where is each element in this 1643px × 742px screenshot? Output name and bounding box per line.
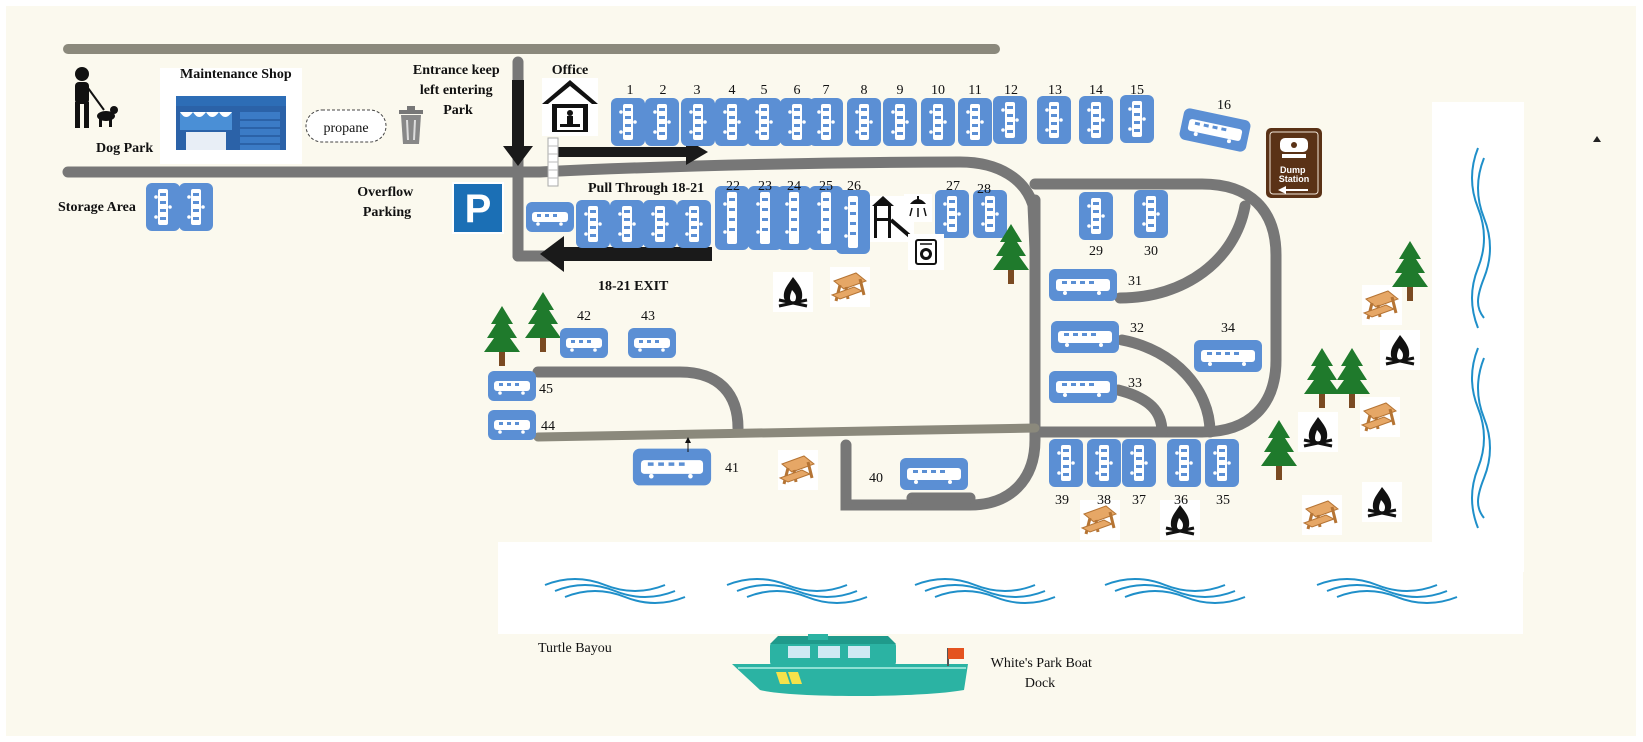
- svg-text:22: 22: [726, 179, 740, 194]
- pull-through-site: [643, 200, 677, 248]
- storage-site: [146, 183, 180, 231]
- shop-building-icon: [176, 96, 286, 150]
- site-32: [1051, 321, 1119, 353]
- site-31-label: 31: [1128, 274, 1142, 289]
- parking-sign-letter: P: [465, 187, 492, 231]
- entrance-label: Entrance keep left entering Park: [413, 63, 503, 118]
- washing-machine-icon: [908, 234, 944, 270]
- svg-text:8: 8: [861, 83, 868, 98]
- dump-station-label: Dump Station: [1279, 165, 1310, 184]
- bottom-row-labels: 39 38 37 36 35: [1055, 493, 1230, 508]
- svg-text:14: 14: [1089, 83, 1103, 98]
- maintenance-shop-label: Maintenance Shop: [180, 67, 292, 82]
- site-33-label: 33: [1128, 376, 1142, 391]
- pull-through-site: [576, 200, 610, 248]
- svg-text:7: 7: [823, 83, 830, 98]
- north-marker: [1593, 136, 1601, 142]
- site-41-pointer-head: [685, 437, 691, 443]
- site-16-label: 16: [1217, 98, 1231, 113]
- site-29: [1079, 192, 1113, 240]
- storage-site: [179, 183, 213, 231]
- turtle-bayou-label: Turtle Bayou: [538, 641, 612, 656]
- svg-text:11: 11: [968, 83, 981, 98]
- svg-text:36: 36: [1174, 493, 1188, 508]
- svg-text:28: 28: [977, 182, 991, 197]
- site-43: [628, 328, 676, 358]
- site-34: [1194, 340, 1262, 372]
- site-41: [632, 448, 712, 486]
- svg-text:9: 9: [897, 83, 904, 98]
- person-walking-dog-icon: [75, 67, 118, 128]
- svg-text:35: 35: [1216, 493, 1230, 508]
- propane-tag: [305, 109, 387, 143]
- svg-text:5: 5: [761, 83, 768, 98]
- svg-text:6: 6: [794, 83, 801, 98]
- gate-barrier: [547, 137, 559, 187]
- pull-through-site: [610, 200, 644, 248]
- shower-icon: [904, 194, 932, 222]
- site-31: [1049, 269, 1117, 301]
- site-43-label: 43: [641, 309, 655, 324]
- pull-through-site: [677, 200, 711, 248]
- overflow-site: [526, 202, 574, 232]
- svg-text:27: 27: [946, 179, 960, 194]
- site-42-label: 42: [577, 309, 591, 324]
- dog-park-label: Dog Park: [96, 141, 153, 156]
- bayou-water: [498, 542, 1523, 634]
- svg-text:23: 23: [758, 179, 772, 194]
- pull-through-row-labels: 22 23 24 25 26 27 28: [726, 179, 991, 197]
- boat-icon: [732, 634, 968, 696]
- site-45: [488, 371, 536, 401]
- site-45-label: 45: [539, 382, 553, 397]
- dump-station-icon: [1266, 128, 1322, 198]
- site-33: [1049, 371, 1117, 403]
- svg-text:38: 38: [1097, 493, 1111, 508]
- svg-text:24: 24: [787, 179, 801, 194]
- site-32-label: 32: [1130, 321, 1144, 336]
- parking-sign-icon: P: [452, 182, 504, 234]
- site-42: [560, 328, 608, 358]
- svg-text:2: 2: [660, 83, 667, 98]
- site-34-label: 34: [1221, 321, 1235, 336]
- site-30: [1134, 190, 1168, 238]
- trash-can-icon: [399, 106, 423, 144]
- overflow-parking-label: Overflow Parking: [357, 185, 416, 220]
- storage-area-label: Storage Area: [58, 200, 136, 215]
- svg-text:15: 15: [1130, 83, 1144, 98]
- svg-text:1: 1: [627, 83, 634, 98]
- svg-text:13: 13: [1048, 83, 1062, 98]
- office-label: Office: [552, 63, 589, 78]
- svg-text:3: 3: [694, 83, 701, 98]
- svg-text:37: 37: [1132, 493, 1146, 508]
- site-29-label: 29: [1089, 244, 1103, 259]
- exit-label: 18-21 EXIT: [598, 279, 669, 294]
- svg-text:12: 12: [1004, 83, 1018, 98]
- site-40: [900, 458, 968, 490]
- svg-text:26: 26: [847, 179, 861, 194]
- exit-arrow: [540, 236, 712, 272]
- site-41-label: 41: [725, 461, 739, 476]
- svg-text:25: 25: [819, 179, 833, 194]
- top-row-labels: 1 2 3 4 5 6 7 8 9 10 11 12 13 14 15: [627, 83, 1145, 98]
- office-house-icon: [542, 78, 598, 136]
- site-30-label: 30: [1144, 244, 1158, 259]
- svg-text:39: 39: [1055, 493, 1069, 508]
- svg-text:4: 4: [729, 83, 736, 98]
- svg-text:10: 10: [931, 83, 945, 98]
- site-44: [488, 410, 536, 440]
- bottom-row-sites: [1049, 439, 1239, 487]
- site-40-label: 40: [869, 471, 883, 486]
- boat-dock-label: White's Park Boat Dock: [991, 656, 1096, 691]
- entrance-arrow: [503, 80, 533, 166]
- site-44-label: 44: [541, 419, 555, 434]
- propane-label: propane: [323, 121, 368, 136]
- pull-through-label: Pull Through 18-21: [588, 181, 704, 196]
